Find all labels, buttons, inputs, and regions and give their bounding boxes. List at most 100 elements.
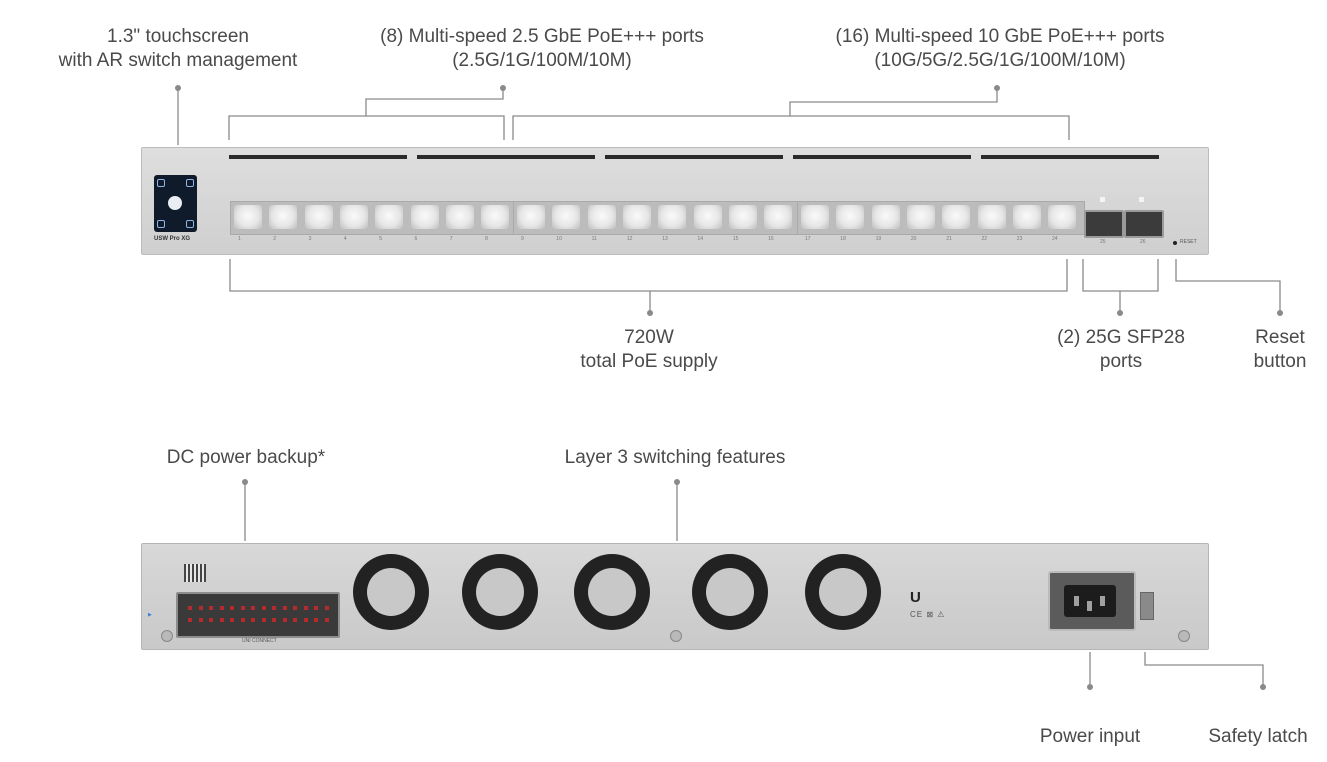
port-number: 19 (875, 236, 882, 242)
port-group (230, 201, 519, 235)
screw-icon (1178, 630, 1190, 642)
rj45-port[interactable] (1012, 205, 1041, 229)
port-number: 9 (521, 236, 524, 242)
fan-icon (692, 554, 768, 630)
rj45-port[interactable] (481, 205, 510, 229)
rj45-port[interactable] (693, 205, 722, 229)
port-number: 24 (1052, 236, 1058, 242)
dc-pin (219, 618, 224, 622)
port-number: 10 (556, 236, 562, 242)
reset-button[interactable] (1173, 241, 1177, 245)
dc-pin (188, 606, 192, 610)
safety-latch-label: Safety latch (1208, 726, 1308, 747)
rj45-port[interactable] (728, 205, 757, 229)
rj45-port[interactable] (269, 205, 298, 229)
rj45-port[interactable] (764, 205, 793, 229)
rj45-port[interactable] (587, 205, 616, 229)
sfp-led (1139, 197, 1144, 202)
port-number: 8 (485, 236, 488, 242)
dc-pin (324, 618, 329, 622)
dc-pin (303, 618, 308, 622)
port-group (513, 201, 802, 235)
fan-icon (805, 554, 881, 630)
rj45-port[interactable] (517, 205, 545, 229)
port-number: 16 (768, 236, 774, 242)
safety-latch[interactable] (1140, 592, 1154, 620)
port-number: 11 (591, 236, 597, 242)
port-group (797, 201, 1086, 235)
qr-code (184, 564, 206, 582)
rj45-port[interactable] (871, 205, 900, 229)
rj45-port[interactable] (801, 205, 829, 229)
rj45-port[interactable] (1048, 205, 1077, 229)
dc-pin (240, 618, 245, 622)
dc-pin (230, 606, 234, 610)
rj45-port[interactable] (622, 205, 651, 229)
dc-pin (314, 618, 318, 622)
rj45-port[interactable] (410, 205, 439, 229)
fan-icon (462, 554, 538, 630)
side-indicator-icon: ▶ (148, 612, 152, 618)
rj45-port[interactable] (836, 205, 865, 229)
ubiquiti-logo-icon: U (910, 589, 921, 606)
rj45-port[interactable] (552, 205, 581, 229)
indicator-bar (229, 155, 407, 159)
dc-pin (324, 606, 329, 610)
sfp-number: 25 (1100, 239, 1106, 245)
reset-text: RESET (1180, 239, 1197, 245)
indicator-bar (981, 155, 1159, 159)
port-number: 1 (238, 236, 241, 242)
rj45-port[interactable] (234, 205, 262, 229)
dc-pin (261, 606, 266, 610)
port-number: 13 (662, 236, 668, 242)
dc-power-connector[interactable] (176, 592, 340, 638)
port-number: 3 (308, 236, 312, 242)
sfp28-port-25[interactable] (1084, 210, 1124, 238)
rj45-port[interactable] (304, 205, 333, 229)
screw-icon (161, 630, 173, 642)
dc-backup-label: DC power backup* (166, 447, 326, 468)
dc-pin (240, 606, 245, 610)
dc-pin (198, 606, 203, 610)
rj45-port[interactable] (658, 205, 687, 229)
rj45-port[interactable] (339, 205, 368, 229)
indicator-bar (417, 155, 595, 159)
power-input-socket[interactable] (1048, 571, 1136, 631)
port-number: 17 (805, 236, 811, 242)
ports-2-5g-label: (8) Multi-speed 2.5 GbE PoE+++ ports(2.5… (380, 26, 704, 71)
fan-icon (574, 554, 650, 630)
rj45-port[interactable] (906, 205, 935, 229)
dc-pin (282, 606, 287, 610)
dc-pin (251, 606, 255, 610)
port-number: 15 (732, 236, 739, 242)
port-number: 21 (946, 236, 952, 242)
fan-icon (353, 554, 429, 630)
switch-back-panel: ▶ UNI CONNECT U CE ⊠ ⚠ (141, 543, 1209, 650)
rj45-port[interactable] (977, 205, 1006, 229)
rj45-port[interactable] (445, 205, 474, 229)
port-number: 12 (626, 236, 633, 242)
dc-pin (198, 618, 203, 622)
dc-pin (261, 618, 266, 622)
dc-pin (209, 606, 213, 610)
rj45-port[interactable] (375, 205, 404, 229)
rj45-port[interactable] (942, 205, 971, 229)
sfp-led (1100, 197, 1105, 202)
dc-pin (188, 618, 192, 622)
dc-connector-label: UNI CONNECT (242, 638, 277, 644)
dc-pin (251, 618, 255, 622)
layer3-label: Layer 3 switching features (564, 447, 786, 468)
port-number: 14 (697, 236, 704, 242)
sfp28-port-26[interactable] (1124, 210, 1164, 238)
port-number: 5 (379, 236, 382, 242)
touchscreen[interactable] (154, 175, 197, 232)
dc-pin (209, 618, 213, 622)
dc-pin (282, 618, 287, 622)
indicator-bar (793, 155, 971, 159)
port-number: 7 (449, 236, 453, 242)
